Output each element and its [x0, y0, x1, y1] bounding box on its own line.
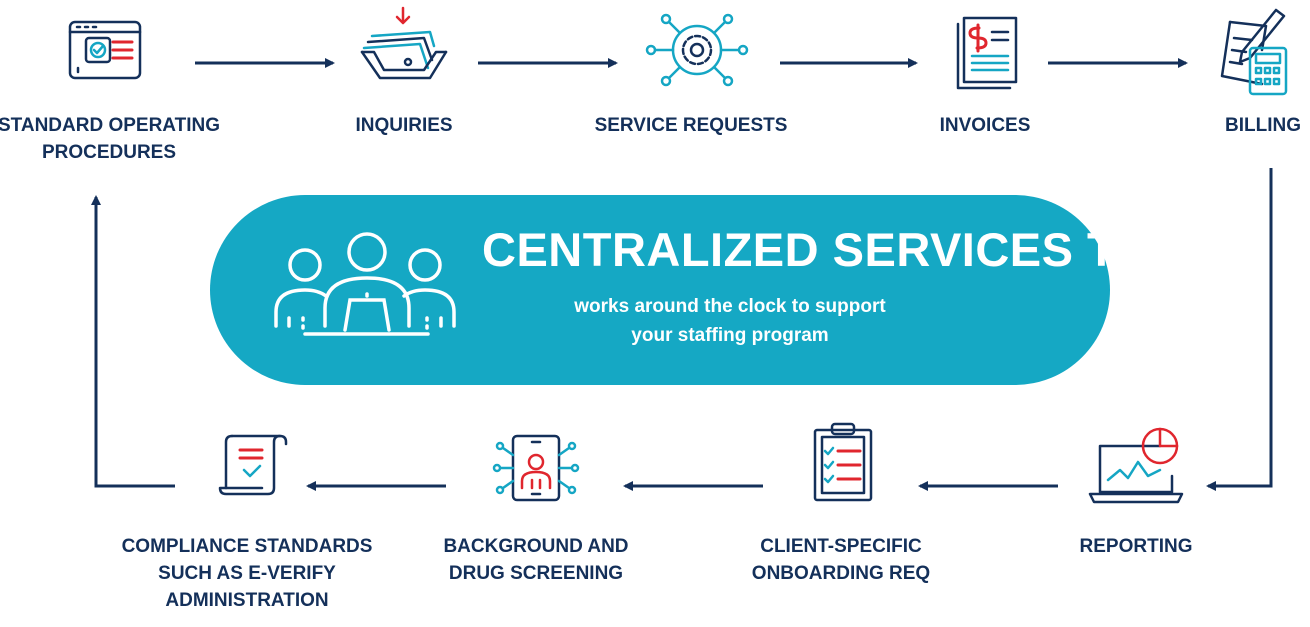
step-label-line: SUCH AS E-VERIFY: [158, 563, 336, 584]
hub-subtitle-line: works around the clock to support: [574, 296, 886, 317]
step-label-line: STANDARD OPERATING: [0, 115, 221, 136]
step-label-line: ONBOARDING REQ: [751, 563, 931, 584]
step-label-line: ADMINISTRATION: [165, 590, 329, 611]
step-label-line: DRUG SCREENING: [448, 563, 624, 584]
step-label-line: BILLING: [1225, 115, 1301, 136]
team-at-laptop-icon: [274, 232, 456, 336]
laptop-chart-icon: [1088, 427, 1184, 504]
browser-checklist-icon: [68, 20, 142, 80]
step-label-line: SERVICE REQUESTS: [594, 115, 788, 136]
step-label-reporting: REPORTING: [1080, 533, 1193, 560]
tablet-person-network-icon: [492, 434, 580, 502]
hub-subtitle-line: your staffing program: [631, 325, 829, 346]
step-label-inquiries: INQUIRIES: [355, 112, 452, 139]
invoice-document-icon: [956, 16, 1018, 90]
hub-title: CENTRALIZED SERVICES TEAM: [482, 223, 1223, 276]
step-label-service-requests: SERVICE REQUESTS: [595, 112, 788, 139]
step-label-sop: STANDARD OPERATING PROCEDURES: [0, 112, 220, 166]
step-label-line: BACKGROUND AND: [443, 536, 629, 557]
step-label-line: COMPLIANCE STANDARDS: [121, 536, 373, 557]
step-label-line: INVOICES: [939, 115, 1031, 136]
hub-pill: [210, 195, 1110, 385]
step-label-line: CLIENT-SPECIFIC: [760, 536, 922, 557]
hub-subtitle: works around the clock to support your s…: [480, 292, 980, 350]
scroll-check-icon: [218, 434, 288, 496]
step-label-line: INQUIRIES: [355, 115, 453, 136]
step-label-onboarding: CLIENT-SPECIFIC ONBOARDING REQ: [752, 533, 930, 587]
arrow-compliance-to-sop: [91, 195, 175, 488]
step-label-invoices: INVOICES: [940, 112, 1031, 139]
step-label-screening: BACKGROUND AND DRUG SCREENING: [443, 533, 628, 587]
step-label-billing: BILLING: [1225, 112, 1301, 139]
arrow-billing-to-reporting: [1206, 168, 1273, 491]
clipboard-checklist-icon: [813, 422, 873, 502]
billing-calculator-icon: [1220, 8, 1288, 96]
gear-network-icon: [645, 13, 749, 87]
step-label-line: REPORTING: [1079, 536, 1193, 557]
step-label-line: PROCEDURES: [41, 142, 177, 163]
inbox-tray-icon: [360, 6, 448, 80]
step-label-compliance: COMPLIANCE STANDARDS SUCH AS E-VERIFY AD…: [122, 533, 373, 614]
